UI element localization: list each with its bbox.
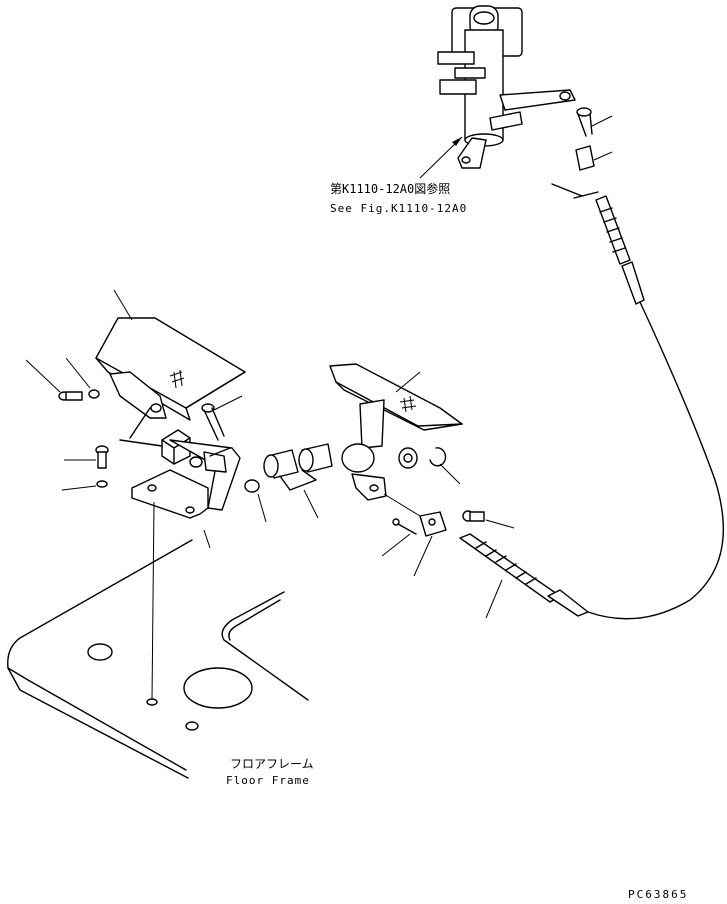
yoke-lower (413, 511, 447, 577)
cable-upper-end (595, 195, 645, 305)
spacer-nut (189, 447, 267, 523)
floor-frame-label-en: Floor Frame (226, 774, 310, 787)
control-cable (587, 301, 725, 620)
clevis-pin-upper (576, 107, 613, 137)
mount-phantom-line (151, 501, 155, 701)
reference-note-jp: 第K1110-12A0図参照 (330, 181, 450, 196)
pedal-right-arm (341, 399, 421, 517)
cotter-pin-upper (551, 183, 599, 199)
floor-frame (7, 539, 309, 779)
clevis-pin-lower (462, 510, 515, 529)
yoke-upper (575, 145, 613, 171)
reference-note-en: See Fig.K1110-12A0 (330, 202, 467, 215)
bolt-left (61, 445, 109, 491)
drawing-code: PC63865 (628, 888, 688, 901)
bolt-washer-left (25, 357, 100, 401)
bushing-pair (263, 443, 333, 519)
floor-frame-label-jp: フロアフレーム (230, 757, 314, 771)
cotter-pin-lower (381, 518, 417, 557)
pedal-left-arm (109, 371, 167, 419)
ref-leader-arrow (452, 137, 462, 146)
pedal-left (95, 317, 246, 421)
upper-valve-assembly (437, 5, 576, 169)
pedal-right (329, 363, 463, 431)
bolt-center-small (201, 395, 243, 441)
cable-lower-end (459, 533, 589, 619)
pivot-block (161, 429, 191, 465)
washer-snap-ring (398, 447, 461, 485)
